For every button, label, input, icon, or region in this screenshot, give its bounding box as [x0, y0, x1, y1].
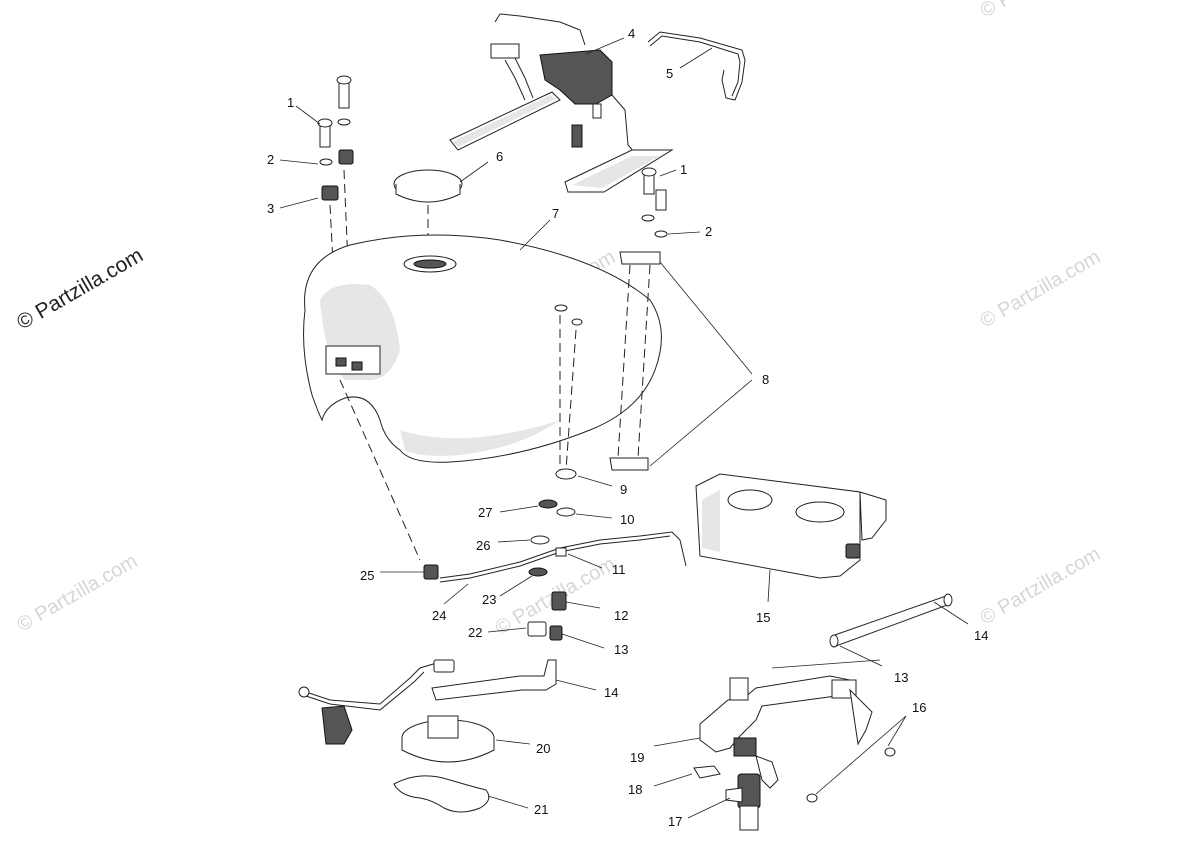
screws — [806, 747, 896, 803]
injector — [725, 773, 761, 831]
callout-5: 5 — [666, 66, 673, 81]
watermark-text: © Partzilla.com — [977, 0, 1105, 22]
right-mount-hardware — [641, 167, 668, 238]
callout-9: 9 — [620, 482, 627, 497]
callout-14: 14 — [974, 628, 988, 643]
callout-1: 1 — [287, 95, 294, 110]
callout-19: 19 — [630, 750, 644, 765]
callout-26: 26 — [476, 538, 490, 553]
hose-left — [431, 659, 557, 701]
callout-11: 11 — [612, 562, 626, 577]
leader-lines — [279, 37, 969, 819]
callout-3: 3 — [267, 201, 274, 216]
fuel-sender — [298, 659, 495, 763]
callout-1: 1 — [680, 162, 687, 177]
fuel-line-fittings — [423, 468, 687, 641]
watermark-text: © Partzilla.com — [977, 246, 1105, 332]
fuel-pump-assembly — [449, 13, 674, 193]
callout-8: 8 — [762, 372, 769, 387]
callout-24: 24 — [432, 608, 446, 623]
callout-4: 4 — [628, 26, 635, 41]
callout-21: 21 — [534, 802, 548, 817]
callout-14: 14 — [604, 685, 618, 700]
callout-23: 23 — [482, 592, 496, 607]
hose-right — [829, 593, 953, 648]
callouts: 1 2 3 4 5 6 1 7 2 8 9 27 10 26 11 25 23 … — [267, 26, 988, 829]
watermark-text: © Partzilla.com — [977, 543, 1105, 629]
callout-18: 18 — [628, 782, 642, 797]
tank-brackets — [609, 251, 661, 471]
retaining-ring — [393, 775, 490, 813]
callout-2: 2 — [267, 152, 274, 167]
injector-clip — [693, 765, 721, 779]
callout-13: 13 — [894, 670, 908, 685]
fuel-tank — [303, 234, 662, 561]
callout-15: 15 — [756, 610, 770, 625]
callout-10: 10 — [620, 512, 634, 527]
callout-13: 13 — [614, 642, 628, 657]
watermark-main: © Partzilla.com — [13, 244, 147, 335]
callout-6: 6 — [496, 149, 503, 164]
fuel-cap — [393, 169, 463, 255]
throttle-body — [695, 473, 887, 579]
callout-25: 25 — [360, 568, 374, 583]
callout-22: 22 — [468, 625, 482, 640]
breather-tube — [647, 31, 746, 101]
fuel-rail — [699, 675, 873, 789]
callout-2: 2 — [705, 224, 712, 239]
callout-20: 20 — [536, 741, 550, 756]
callout-7: 7 — [552, 206, 559, 221]
callout-16: 16 — [912, 700, 926, 715]
callout-17: 17 — [668, 814, 682, 829]
callout-12: 12 — [614, 608, 628, 623]
callout-27: 27 — [478, 505, 492, 520]
watermark-text: © Partzilla.com — [14, 550, 142, 636]
